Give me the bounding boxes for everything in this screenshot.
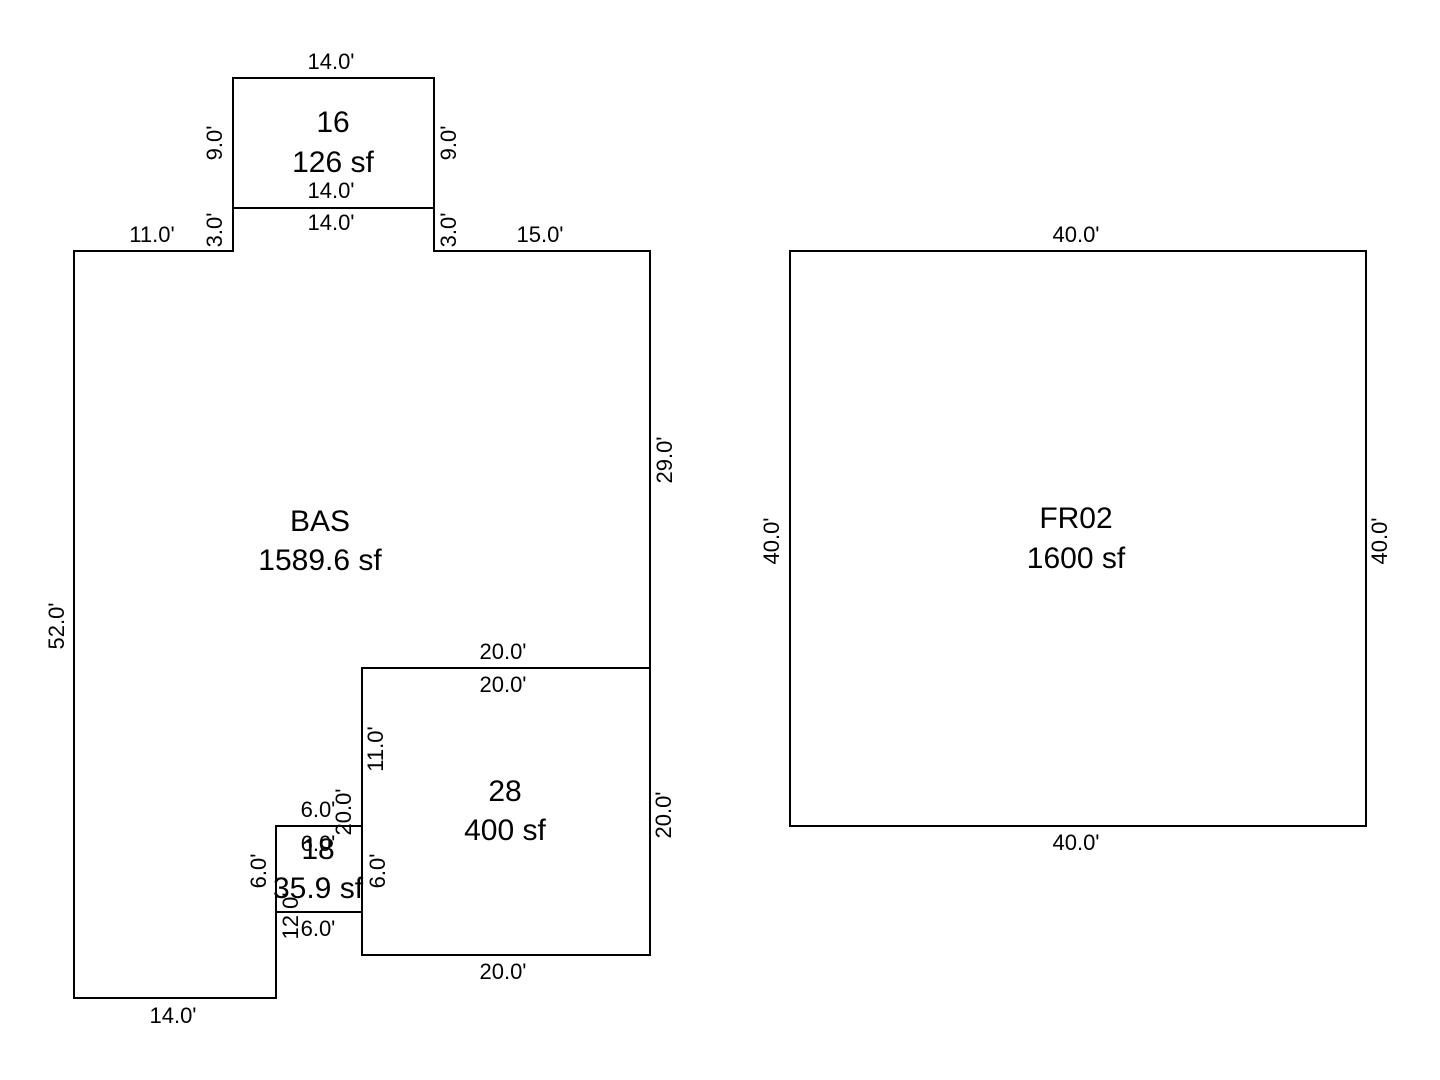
dim-28-top-inner: 20.0' [479,672,526,697]
area-16-code: 16 [316,106,349,139]
dim-fr02-left: 40.0' [759,517,784,564]
dim-bas-right: 29.0' [652,436,677,483]
dim-16-left: 9.0' [202,126,227,161]
dim-18-right: 6.0' [365,854,390,889]
dim-18-bottom: 6.0' [301,916,336,941]
dim-28-right: 20.0' [651,791,676,838]
dim-fr02-right: 40.0' [1367,517,1392,564]
dim-18-top-inner: 6.0' [301,831,336,856]
area-18-code: 18 [301,833,334,866]
area-bas-size: 1589.6 sf [258,544,382,577]
dim-16-right: 9.0' [436,126,461,161]
area-28-outline [361,667,651,956]
area-16-size: 126 sf [292,146,374,179]
dim-bas-top-right: 15.0' [516,222,563,247]
area-bas-code: BAS [290,505,350,538]
dim-18-top: 6.0' [301,797,336,822]
dim-18-left: 6.0' [246,854,271,889]
dim-bas-bottom: 14.0' [149,1003,196,1028]
dim-bas-left: 52.0' [44,602,69,649]
dim-16-top: 14.0' [307,49,354,74]
dim-16-bottom: 14.0' [307,178,354,203]
dim-fr02-top: 40.0' [1052,222,1099,247]
area-fr02-code: FR02 [1039,502,1112,535]
area-18-outline [275,825,363,913]
dim-bas-top-left: 11.0' [129,222,174,247]
dim-28-left: 20.0' [331,788,356,835]
area-fr02-size: 1600 sf [1027,542,1126,575]
dim-28-left-upper: 11.0' [363,726,388,771]
area-28-code: 28 [488,775,521,808]
dim-28-bottom: 20.0' [479,959,526,984]
dim-28-top-outer: 20.0' [479,639,526,664]
dim-18-small: 12.0' [278,892,303,939]
dim-bas-step-left: 3.0' [202,213,227,248]
dim-bas-notch-bottom: 14.0' [307,210,354,235]
area-18-size: 35.9 sf [273,872,364,905]
dim-fr02-bottom: 40.0' [1052,830,1099,855]
area-28-size: 400 sf [464,814,546,847]
area-fr02-outline [789,250,1367,827]
dim-bas-step-right: 3.0' [436,213,461,248]
